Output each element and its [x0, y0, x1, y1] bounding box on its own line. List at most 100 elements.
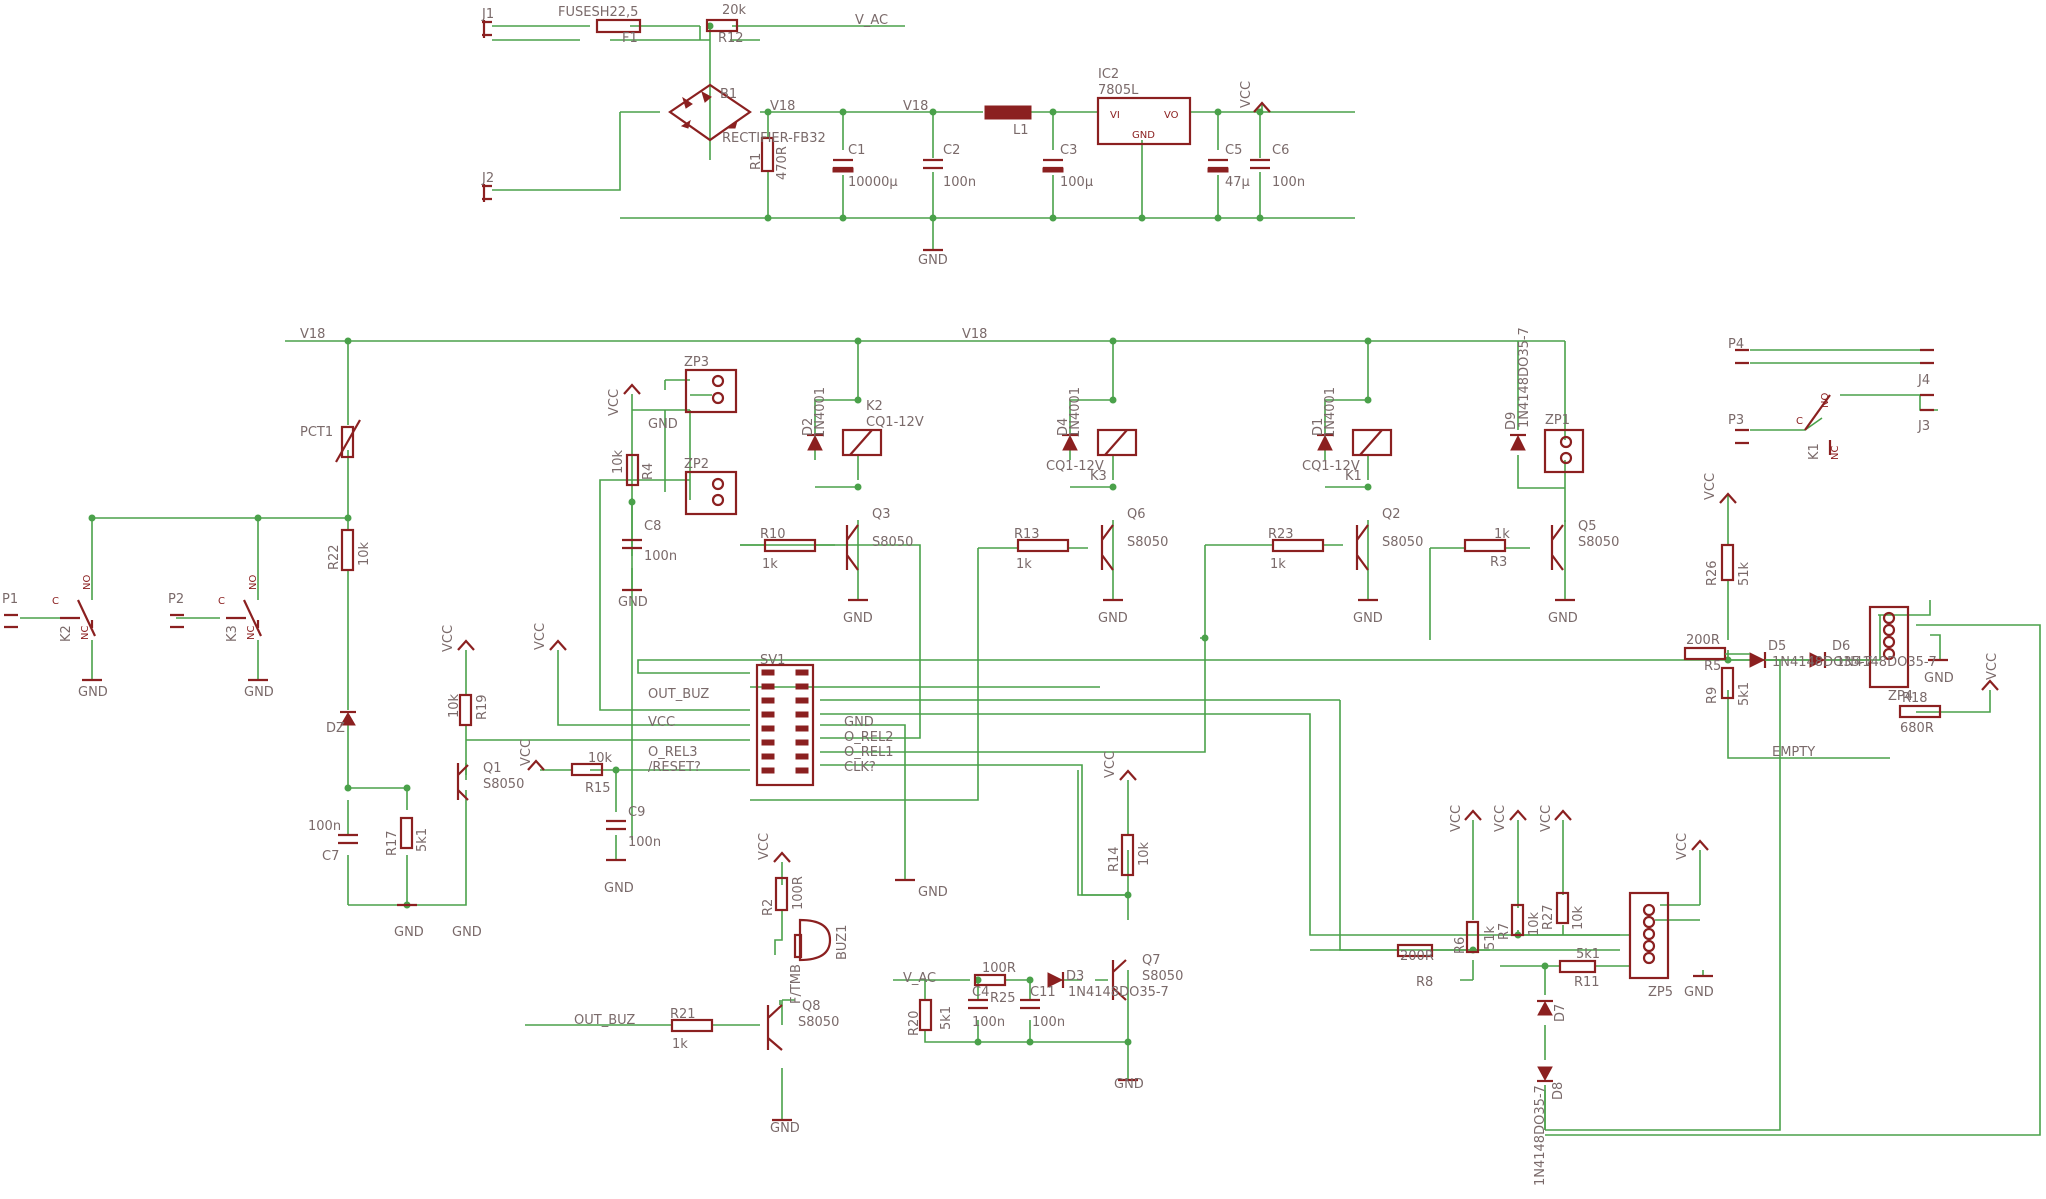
label-no-3: NO — [1820, 393, 1831, 408]
label-gnd-c8: GND — [618, 595, 648, 610]
label-buz1-value: F/TMB — [789, 964, 804, 1004]
label-r25-value: 100R — [982, 961, 1016, 976]
label-q3-value: S8050 — [872, 535, 913, 550]
label-r8: R8 — [1416, 975, 1433, 990]
label-no-2: NO — [248, 575, 259, 590]
label-k3-value: CQ1-12V — [1046, 459, 1104, 474]
label-sv1: SV1 — [760, 653, 785, 668]
resistor-r8 — [1396, 943, 1434, 958]
label-q7: Q7 — [1142, 953, 1161, 968]
label-q8-value: S8050 — [798, 1015, 839, 1030]
label-r13: R13 — [1014, 527, 1040, 542]
label-dz: DZ — [326, 721, 345, 736]
label-ic2-vi: VI — [1110, 110, 1120, 121]
label-gnd-c9: GND — [604, 881, 634, 896]
label-r14-value: 10k — [1137, 841, 1152, 866]
label-q5: Q5 — [1578, 519, 1597, 534]
label-r27-value: 10k — [1571, 905, 1586, 930]
label-zp4: ZP4 — [1888, 689, 1913, 704]
vcc-arrow-psu — [1253, 101, 1271, 113]
resistor-r2 — [774, 876, 789, 912]
label-k1-switch: K1 — [1807, 443, 1822, 460]
label-r2-value: 100R — [791, 876, 806, 910]
label-v18-a: V18 — [770, 99, 795, 114]
label-zp2: ZP2 — [684, 457, 709, 472]
jumper-zp3 — [684, 368, 738, 414]
label-l1: L1 — [1013, 123, 1029, 138]
label-r6: R6 — [1453, 937, 1468, 954]
label-r23-value: 1k — [1270, 557, 1286, 572]
label-d9-value: 1N4148DO35-7 — [1517, 327, 1532, 428]
bridge-rectifier-b1 — [668, 83, 752, 142]
label-gnd-q5: GND — [1548, 611, 1578, 626]
capacitor-c9 — [606, 819, 626, 831]
label-p2: P2 — [168, 592, 184, 607]
label-c4-value: 100n — [972, 1015, 1005, 1030]
label-r5: R5 — [1704, 659, 1721, 674]
diode-d1 — [1317, 433, 1333, 451]
label-r3-value: 1k — [1494, 527, 1510, 542]
label-ic2-vo: VO — [1164, 110, 1179, 121]
label-q8: Q8 — [802, 999, 821, 1014]
label-q6: Q6 — [1127, 507, 1146, 522]
label-r25: R25 — [990, 991, 1016, 1006]
label-j4: J4 — [1917, 373, 1930, 388]
label-b1-value: RECTIFIER-FB32 — [722, 131, 826, 146]
label-d7: D7 — [1553, 1004, 1568, 1022]
label-q3: Q3 — [872, 507, 891, 522]
fuse-f1 — [595, 18, 642, 34]
resistor-r26 — [1720, 543, 1735, 582]
label-nc-3: NC — [1830, 446, 1841, 460]
label-vac-bottom: V_AC — [903, 971, 936, 986]
jumper-zp1 — [1543, 428, 1585, 474]
label-gnd-q6: GND — [1098, 611, 1128, 626]
label-d3: D3 — [1066, 969, 1084, 984]
label-o-rel2: O_REL2 — [844, 730, 894, 745]
connector-p2 — [170, 613, 184, 629]
label-c11: C11 — [1030, 985, 1056, 1000]
label-j2: J2 — [481, 171, 494, 186]
connector-j1 — [482, 20, 492, 38]
label-j3: J3 — [1917, 419, 1930, 434]
label-k1: K1 — [1345, 469, 1362, 484]
label-c9: C9 — [628, 805, 645, 820]
label-vcc-zp5: VCC — [1675, 833, 1690, 860]
label-f1-value: FUSESH22,5 — [558, 5, 638, 20]
relay-switch-k2 — [60, 599, 96, 637]
transistor-q3 — [845, 524, 859, 571]
connector-zp5 — [1628, 891, 1670, 980]
label-r21-value: 1k — [672, 1037, 688, 1052]
label-gnd-q2: GND — [1353, 611, 1383, 626]
label-d4-value: 1N4001 — [1068, 387, 1083, 438]
label-zp5: ZP5 — [1648, 985, 1673, 1000]
label-q2-value: S8050 — [1382, 535, 1423, 550]
label-b1: B1 — [720, 87, 737, 102]
diode-d8 — [1537, 1066, 1553, 1083]
label-r21: R21 — [670, 1007, 696, 1022]
label-vcc-r6: VCC — [1449, 805, 1464, 832]
label-c8: C8 — [644, 519, 661, 534]
label-gnd-sv: GND — [918, 885, 948, 900]
label-k3-switch: K3 — [225, 625, 240, 642]
wires — [20, 26, 2041, 1136]
label-r27: R27 — [1541, 904, 1556, 930]
label-r4: R4 — [641, 463, 656, 480]
label-v18-c: V18 — [300, 327, 325, 342]
junctions — [88, 22, 1732, 1046]
resistor-r10 — [763, 538, 817, 553]
labels: J1 J2 J3 J4 FUSESH22,5 F1 20k R12 V_AC B… — [2, 3, 2000, 1186]
label-vcc-r26: VCC — [1703, 473, 1718, 500]
resistor-r25 — [973, 973, 1007, 987]
label-buz1: BUZ1 — [835, 925, 850, 960]
relay-switch-k3 — [226, 599, 262, 637]
label-gnd-k3: GND — [244, 685, 274, 700]
connector-p1 — [4, 613, 18, 629]
label-p4: P4 — [1728, 337, 1744, 352]
components — [4, 18, 1999, 1122]
label-r22: R22 — [327, 544, 342, 570]
label-vcc-r18: VCC — [1985, 653, 2000, 680]
resistor-r5 — [1683, 646, 1727, 661]
label-out-buz-b: OUT_BUZ — [574, 1013, 635, 1028]
resistor-r12 — [705, 18, 739, 33]
transistor-q7 — [1111, 959, 1127, 1001]
